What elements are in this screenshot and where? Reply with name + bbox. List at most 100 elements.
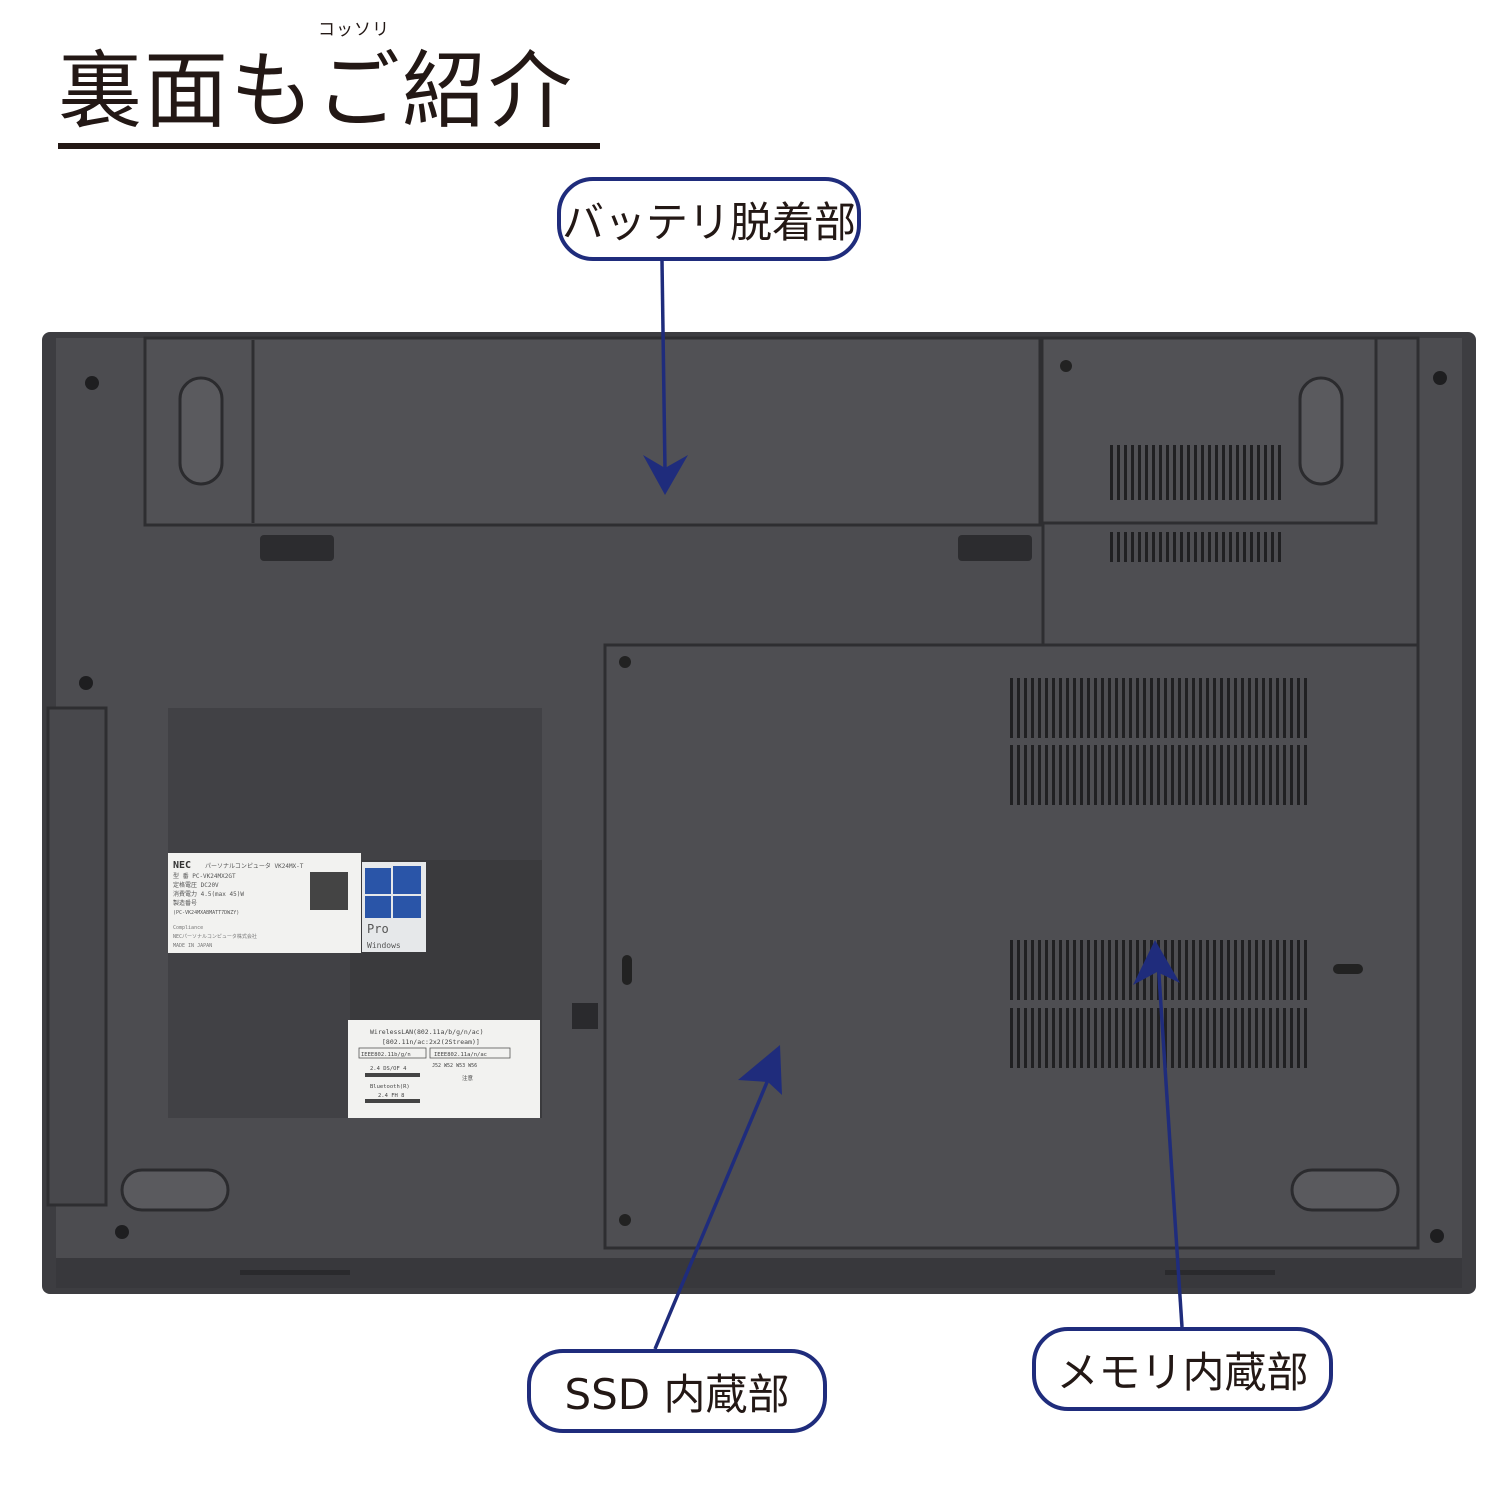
vent-slot: [1110, 532, 1113, 562]
vent-slot: [1276, 940, 1279, 1000]
vent-slot: [1150, 1008, 1153, 1068]
vent-slot: [1269, 678, 1272, 738]
vent-slot: [1278, 532, 1281, 562]
vent-slot: [1059, 940, 1062, 1000]
vent-slot: [1066, 745, 1069, 805]
vent-slot: [1157, 1008, 1160, 1068]
label-line: 製造番号: [173, 899, 197, 907]
vent-slot: [1290, 1008, 1293, 1068]
vent-slot: [1243, 532, 1246, 562]
vent-slot: [1157, 678, 1160, 738]
vent-slot: [1024, 940, 1027, 1000]
vent-slot: [1010, 1008, 1013, 1068]
vent-slot: [1017, 745, 1020, 805]
vent-slot: [1304, 745, 1307, 805]
vent-slot: [1101, 678, 1104, 738]
vent-slot: [1080, 940, 1083, 1000]
vent-slot: [1215, 445, 1218, 500]
vent-slot: [1108, 745, 1111, 805]
vent-slot: [1234, 940, 1237, 1000]
vent-slot: [1201, 532, 1204, 562]
vent-slot: [1010, 678, 1013, 738]
rubber-foot: [120, 1168, 230, 1212]
vent-slot: [1255, 940, 1258, 1000]
callout-memory: メモリ内蔵部: [1032, 1327, 1333, 1411]
vent-slot: [1276, 678, 1279, 738]
vent-slot: [1024, 1008, 1027, 1068]
vent-slot: [1145, 532, 1148, 562]
vent-slot: [1159, 532, 1162, 562]
vent-slot: [1304, 1008, 1307, 1068]
vent-slot: [1185, 940, 1188, 1000]
vent-slot: [1213, 1008, 1216, 1068]
vent-slot: [1199, 678, 1202, 738]
vent-slot: [1145, 445, 1148, 500]
vent-slot: [1087, 678, 1090, 738]
label-line: Bluetooth(R): [370, 1084, 410, 1090]
label-line: パーソナルコンピュータ VK24MX-T: [205, 862, 304, 870]
vent-slot: [1138, 532, 1141, 562]
vent-slot: [1136, 1008, 1139, 1068]
vent-slot: [1080, 745, 1083, 805]
vent-slot: [1220, 678, 1223, 738]
vent-slot: [1073, 1008, 1076, 1068]
vent-slot: [1185, 678, 1188, 738]
vent-slot: [1220, 745, 1223, 805]
vent-slot: [1187, 445, 1190, 500]
vent-slot: [1304, 940, 1307, 1000]
vent-slot: [1101, 940, 1104, 1000]
vent-slot: [1171, 678, 1174, 738]
vent-slot: [1115, 940, 1118, 1000]
vent-slot: [1276, 1008, 1279, 1068]
vent-slot: [1248, 940, 1251, 1000]
qr-code: [310, 872, 348, 910]
vent-slot: [1150, 678, 1153, 738]
vent-slot: [1094, 745, 1097, 805]
label-line: (PC-VK24MXABMATT7DWZY): [173, 910, 239, 916]
memory-arrow: [1156, 959, 1184, 1328]
vent-slot: [1129, 1008, 1132, 1068]
vent-slot: [1199, 940, 1202, 1000]
vent-slot: [1229, 445, 1232, 500]
vent-slot: [1262, 678, 1265, 738]
vent-slot: [1017, 1008, 1020, 1068]
vent-slot: [1117, 532, 1120, 562]
vent-slot: [1143, 678, 1146, 738]
vent-slot: [1038, 678, 1041, 738]
vent-slot: [1257, 445, 1260, 500]
vent-slot: [1180, 445, 1183, 500]
vent-slot: [1066, 1008, 1069, 1068]
vent-slot: [1171, 745, 1174, 805]
vent-slot: [1178, 745, 1181, 805]
vent-slot: [1136, 745, 1139, 805]
vent-slot: [1185, 1008, 1188, 1068]
label-line: 消費電力 4.5(max 45)W: [173, 890, 244, 898]
vent-slot: [1045, 940, 1048, 1000]
vent-slot: [1115, 1008, 1118, 1068]
vent-slot: [1213, 745, 1216, 805]
vent-slot: [1108, 940, 1111, 1000]
label-line: NECパーソナルコンピュータ株式会社: [173, 933, 257, 940]
vent-slot: [1213, 678, 1216, 738]
vent-slot: [1024, 745, 1027, 805]
vent-slot: [1248, 678, 1251, 738]
vent-slot: [1108, 678, 1111, 738]
vent-slot: [1283, 678, 1286, 738]
vent-slot: [1264, 532, 1267, 562]
vent-slot: [1173, 532, 1176, 562]
vent-slot: [1159, 445, 1162, 500]
optical-drive-bay: [46, 706, 108, 1207]
vent-slot: [1152, 445, 1155, 500]
vent-slot: [1255, 745, 1258, 805]
vent-slot: [1180, 532, 1183, 562]
vent-slot: [1222, 532, 1225, 562]
vent-slot: [1017, 678, 1020, 738]
vent-slot: [1124, 445, 1127, 500]
vent-slot: [1059, 678, 1062, 738]
vent-slot: [1045, 745, 1048, 805]
battery-latch-right: [958, 535, 1032, 561]
vent-slot: [1227, 678, 1230, 738]
vent-slot: [1108, 1008, 1111, 1068]
badge-brand: Windows: [367, 941, 401, 950]
